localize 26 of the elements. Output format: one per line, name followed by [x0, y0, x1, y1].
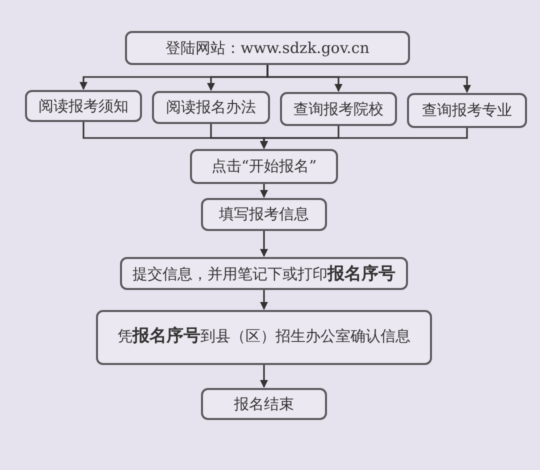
step-text: 查询报考专业 [422, 101, 512, 120]
step-box [25, 90, 142, 122]
step-box [407, 93, 527, 128]
step-box [280, 92, 397, 126]
arrow [260, 290, 268, 310]
step-text: 填写报考信息 [219, 205, 309, 224]
step-text: 阅读报名办法 [166, 98, 256, 117]
arrow [260, 365, 268, 388]
arrow [266, 65, 471, 93]
arrow [260, 184, 268, 198]
step-text: 报名结束 [234, 394, 294, 414]
process-box [201, 198, 327, 231]
process-box [120, 257, 408, 290]
step-text: 阅读报考须知 [38, 96, 128, 116]
step-box [152, 91, 270, 124]
process-box [190, 149, 338, 184]
end-box [201, 388, 327, 420]
step-text: 提交信息，并用笔记下或打印报名序号 [132, 263, 396, 285]
step-text: 登陆网站：www.sdzk.gov.cn [166, 38, 370, 58]
website-box [125, 31, 410, 65]
arrow [260, 128, 468, 149]
arrow [260, 231, 268, 257]
step-text: 查询报考院校 [294, 100, 384, 118]
step-text: 点击“开始报名” [211, 157, 317, 176]
step-text: 凭报名序号到县（区）招生办公室确认信息 [118, 325, 410, 347]
process-box [96, 310, 432, 365]
